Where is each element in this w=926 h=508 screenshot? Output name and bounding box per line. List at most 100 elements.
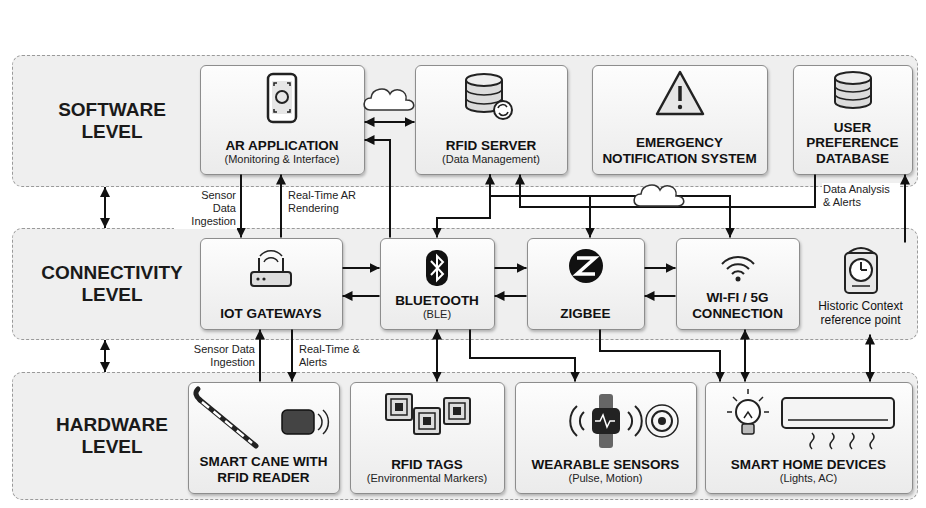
component-subtitle: (Environmental Markers) <box>367 472 487 485</box>
router-icon <box>262 277 265 280</box>
clock-icon <box>845 253 877 293</box>
cloud-icon <box>634 185 684 206</box>
rfid-tag-icon <box>395 403 403 411</box>
reference-node: Historic Context reference point <box>808 243 914 335</box>
watch-icon <box>570 394 678 448</box>
home-devices-icon <box>744 412 752 418</box>
phone-icon <box>272 81 292 114</box>
connector-label: Sensor Data Ingestion <box>174 189 237 229</box>
warning-icon <box>657 72 703 114</box>
database-icon <box>835 86 871 100</box>
component-subtitle: (BLE) <box>423 308 451 321</box>
database-icon <box>494 101 512 119</box>
rfid-tag-icon <box>444 398 470 424</box>
bluetooth-icon <box>426 250 448 286</box>
rfid-tag-icon <box>391 399 407 415</box>
clock-icon <box>850 259 872 281</box>
connector-label: Sensor Data Ingestion <box>186 343 256 369</box>
home-devices-icon <box>788 419 888 421</box>
home-devices-icon <box>810 433 874 449</box>
connector-arrow <box>104 187 106 228</box>
cane-icon <box>202 402 252 443</box>
phone-icon <box>276 91 288 103</box>
component-box: USER PREFERENCE DATABASE <box>793 65 913 175</box>
component-title: BLUETOOTH <box>395 293 479 309</box>
component-box: SMART CANE WITH RFID READER <box>188 382 340 494</box>
clock-icon <box>861 262 867 270</box>
database-icon <box>835 78 871 108</box>
phone-icon <box>268 74 296 122</box>
rfid-tag-icon <box>414 408 440 434</box>
component-title: EMERGENCY NOTIFICATION SYSTEM <box>598 135 762 166</box>
database-icon <box>835 72 871 84</box>
cane-icon <box>282 410 314 434</box>
component-subtitle: (Monitoring & Interface) <box>225 153 340 166</box>
component-title: Historic Context reference point <box>811 300 911 328</box>
component-title: SMART CANE WITH RFID READER <box>194 454 334 485</box>
home-devices-icon <box>727 389 894 449</box>
router-icon <box>260 251 282 262</box>
phone-icon <box>268 74 296 122</box>
level-label: HARDWARE LEVEL <box>27 414 197 458</box>
watch-icon <box>646 405 678 437</box>
cane-icon <box>200 400 256 446</box>
level-band: HARDWARE LEVELSMART CANE WITH RFID READE… <box>12 372 918 500</box>
home-devices-icon <box>782 398 894 428</box>
component-title: RFID SERVER <box>446 138 537 154</box>
rfid-tag-icon <box>449 403 465 419</box>
router-icon <box>251 272 291 286</box>
connector-arrow <box>104 340 106 372</box>
component-title: IOT GATEWAYS <box>220 306 321 322</box>
component-box: IOT GATEWAYS <box>200 238 343 330</box>
cane-icon <box>196 389 200 400</box>
component-subtitle: (Pulse, Motion) <box>569 472 643 485</box>
rfid-tag-icon <box>386 394 470 434</box>
watch-icon <box>599 394 613 448</box>
wifi-icon <box>736 277 741 282</box>
level-label: SOFTWARE LEVEL <box>27 99 197 143</box>
connector-label: Real-Time & Alerts <box>298 343 372 369</box>
component-box: WI-FI / 5G CONNECTION <box>676 238 800 330</box>
router-icon <box>251 251 291 286</box>
database-icon <box>466 74 512 119</box>
component-subtitle: (Lights, AC) <box>780 472 837 485</box>
component-box: SMART HOME DEVICES(Lights, AC) <box>705 382 913 494</box>
rfid-tag-icon <box>386 394 412 420</box>
watch-icon <box>592 408 620 434</box>
wifi-icon <box>722 257 754 274</box>
rfid-tag-icon <box>419 413 435 429</box>
cloud-icon <box>364 89 684 206</box>
clock-icon <box>852 285 870 287</box>
component-title: USER PREFERENCE DATABASE <box>799 120 907 167</box>
component-box: EMERGENCY NOTIFICATION SYSTEM <box>592 65 768 175</box>
cane-icon <box>318 410 328 434</box>
rfid-tag-icon <box>423 417 431 425</box>
wifi-icon <box>722 257 754 281</box>
clock-icon <box>845 248 877 293</box>
phone-icon <box>274 83 290 112</box>
connector-label: Data Analysis & Alerts <box>822 183 900 209</box>
warning-icon <box>678 86 682 101</box>
cloud-icon <box>364 89 414 110</box>
component-title: SMART HOME DEVICES <box>731 457 886 473</box>
component-box: BLUETOOTH(BLE) <box>380 238 495 330</box>
warning-icon <box>657 72 703 114</box>
component-title: RFID TAGS <box>391 457 463 473</box>
watch-icon <box>628 406 642 436</box>
warning-icon <box>678 105 682 109</box>
home-devices-icon <box>736 400 760 424</box>
component-box: AR APPLICATION(Monitoring & Interface) <box>200 65 365 175</box>
zigbee-icon <box>569 249 603 283</box>
watch-icon <box>658 417 666 425</box>
level-label: CONNECTIVITY LEVEL <box>27 262 197 306</box>
home-devices-icon <box>727 389 769 412</box>
router-icon <box>256 277 259 280</box>
clock-icon <box>847 248 875 254</box>
watch-icon <box>595 415 615 427</box>
component-box: ZIGBEE <box>527 238 645 330</box>
watch-icon <box>652 411 672 431</box>
rfid-tag-icon <box>453 407 461 415</box>
component-title: AR APPLICATION <box>225 138 338 154</box>
level-band: CONNECTIVITY LEVEL IOT GATEWAYS BLUETOOTH(… <box>12 228 918 340</box>
